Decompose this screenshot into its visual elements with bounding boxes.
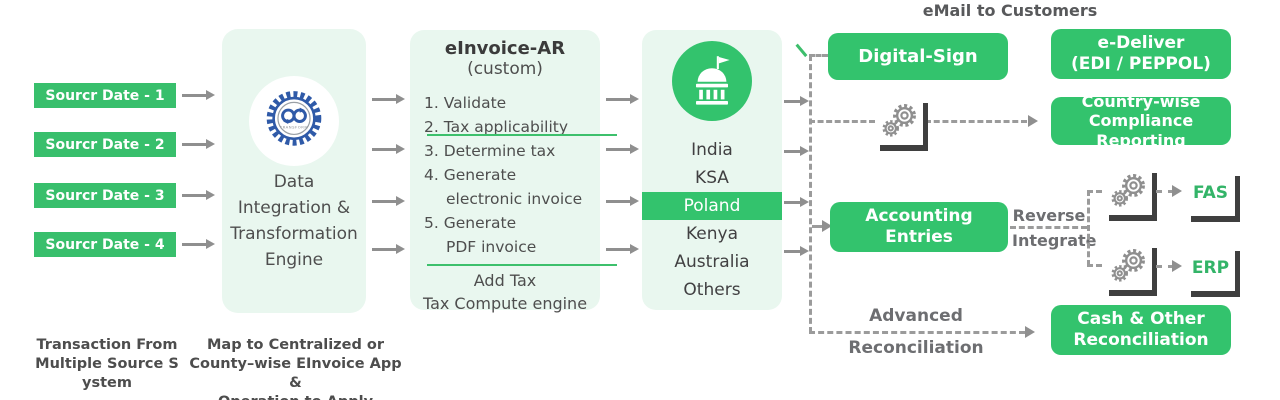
advanced-reconciliation-label-bottom: Reconciliation — [848, 338, 984, 358]
country-poland: Poland — [642, 192, 782, 220]
e-deliver-node: e-Deliver (EDI / PEPPOL) — [1051, 29, 1231, 79]
source-data-2-node: Sourcr Date - 2 — [34, 132, 176, 157]
dashed-connector — [925, 120, 1027, 123]
dashed-connector — [1087, 190, 1102, 193]
divider — [427, 134, 617, 136]
divider — [427, 264, 617, 266]
flow-arrow — [372, 144, 405, 154]
flow-arrow — [606, 94, 639, 104]
reverse-integrate-label: Reverse Integrate — [1012, 206, 1097, 250]
country-others: Others — [683, 280, 741, 300]
transform-logo-icon: TRANSFORM — [249, 76, 339, 166]
flow-arrow — [784, 246, 809, 256]
arrowhead — [1172, 185, 1182, 197]
engine-caption: Map to Centralized or County–wise EInvoi… — [189, 337, 402, 400]
dashed-connector — [809, 120, 875, 123]
source-data-1-node: Sourcr Date - 1 — [34, 83, 176, 108]
process-gears-icon — [1104, 242, 1152, 290]
flow-arrow — [182, 139, 215, 149]
flow-arrow — [784, 146, 809, 156]
flow-arrow — [606, 244, 639, 254]
country-ksa: KSA — [695, 168, 729, 188]
einvoice-footer: Add Tax Tax Compute engine — [422, 271, 588, 313]
flow-arrow — [182, 90, 215, 100]
dashed-connector — [1087, 190, 1090, 266]
arrowhead — [1172, 260, 1182, 272]
cash-reconciliation-node: Cash & Other Reconciliation — [1051, 305, 1231, 355]
dashed-connector — [1156, 265, 1174, 268]
country-australia: Australia — [674, 252, 750, 272]
flow-arrow — [784, 96, 809, 106]
flow-arrow — [784, 197, 809, 207]
countries-node: India KSA Poland Kenya Australia Others — [642, 30, 782, 310]
einvoice-ar-node: eInvoice-AR (custom) 1. Validate 2. Tax … — [410, 30, 617, 313]
fas-node: FAS — [1186, 170, 1235, 216]
dashed-connector — [1087, 264, 1102, 267]
einvoice-subtitle: (custom) — [467, 59, 543, 79]
compliance-reporting-node: Country-wise Compliance Reporting — [1051, 92, 1231, 150]
dashed-spine — [809, 55, 812, 333]
process-gears-icon — [875, 97, 923, 145]
einvoice-steps: 1. Validate 2. Tax applicability 3. Dete… — [424, 94, 583, 256]
flow-arrow — [372, 244, 405, 254]
dashed-connector — [1010, 226, 1087, 229]
accounting-entries-node: Accounting Entries — [830, 202, 1008, 252]
email-to-customers-label: eMail to Customers — [922, 1, 1098, 20]
data-integration-engine-node: TRANSFORM Data Integration & Transformat… — [222, 29, 366, 313]
einvoice-title: eInvoice-AR — [444, 38, 566, 59]
source-data-4-node: Sourcr Date - 4 — [34, 232, 176, 257]
country-list: India KSA Poland Kenya Australia Others — [642, 136, 782, 304]
dashed-connector — [812, 225, 824, 228]
engine-label: Data Integration & Transformation Engine — [230, 172, 358, 270]
country-kenya: Kenya — [685, 224, 738, 244]
source-data-3-node: Sourcr Date - 3 — [34, 183, 176, 208]
sources-caption: Transaction From Multiple Source S ystem — [35, 337, 179, 391]
dashed-connector — [809, 54, 828, 57]
flow-arrow — [372, 196, 405, 206]
flow-arrow — [182, 190, 215, 200]
erp-node: ERP — [1186, 245, 1235, 291]
dashed-connector — [809, 331, 1025, 334]
advanced-reconciliation-label-top: Advanced — [869, 306, 963, 326]
flow-arrow — [606, 196, 639, 206]
arrowhead — [1025, 326, 1035, 338]
dashed-connector — [1156, 190, 1174, 193]
green-tick-mark — [795, 43, 808, 58]
svg-text:TRANSFORM: TRANSFORM — [279, 124, 308, 129]
country-india: India — [691, 140, 733, 160]
arrowhead — [822, 220, 832, 232]
flow-arrow — [606, 144, 639, 154]
arrowhead — [1028, 115, 1038, 127]
process-gears-icon — [1104, 167, 1152, 215]
digital-sign-node: Digital-Sign — [828, 33, 1008, 80]
flow-arrow — [372, 94, 405, 104]
flow-arrow — [182, 239, 215, 249]
government-building-icon — [672, 41, 752, 121]
